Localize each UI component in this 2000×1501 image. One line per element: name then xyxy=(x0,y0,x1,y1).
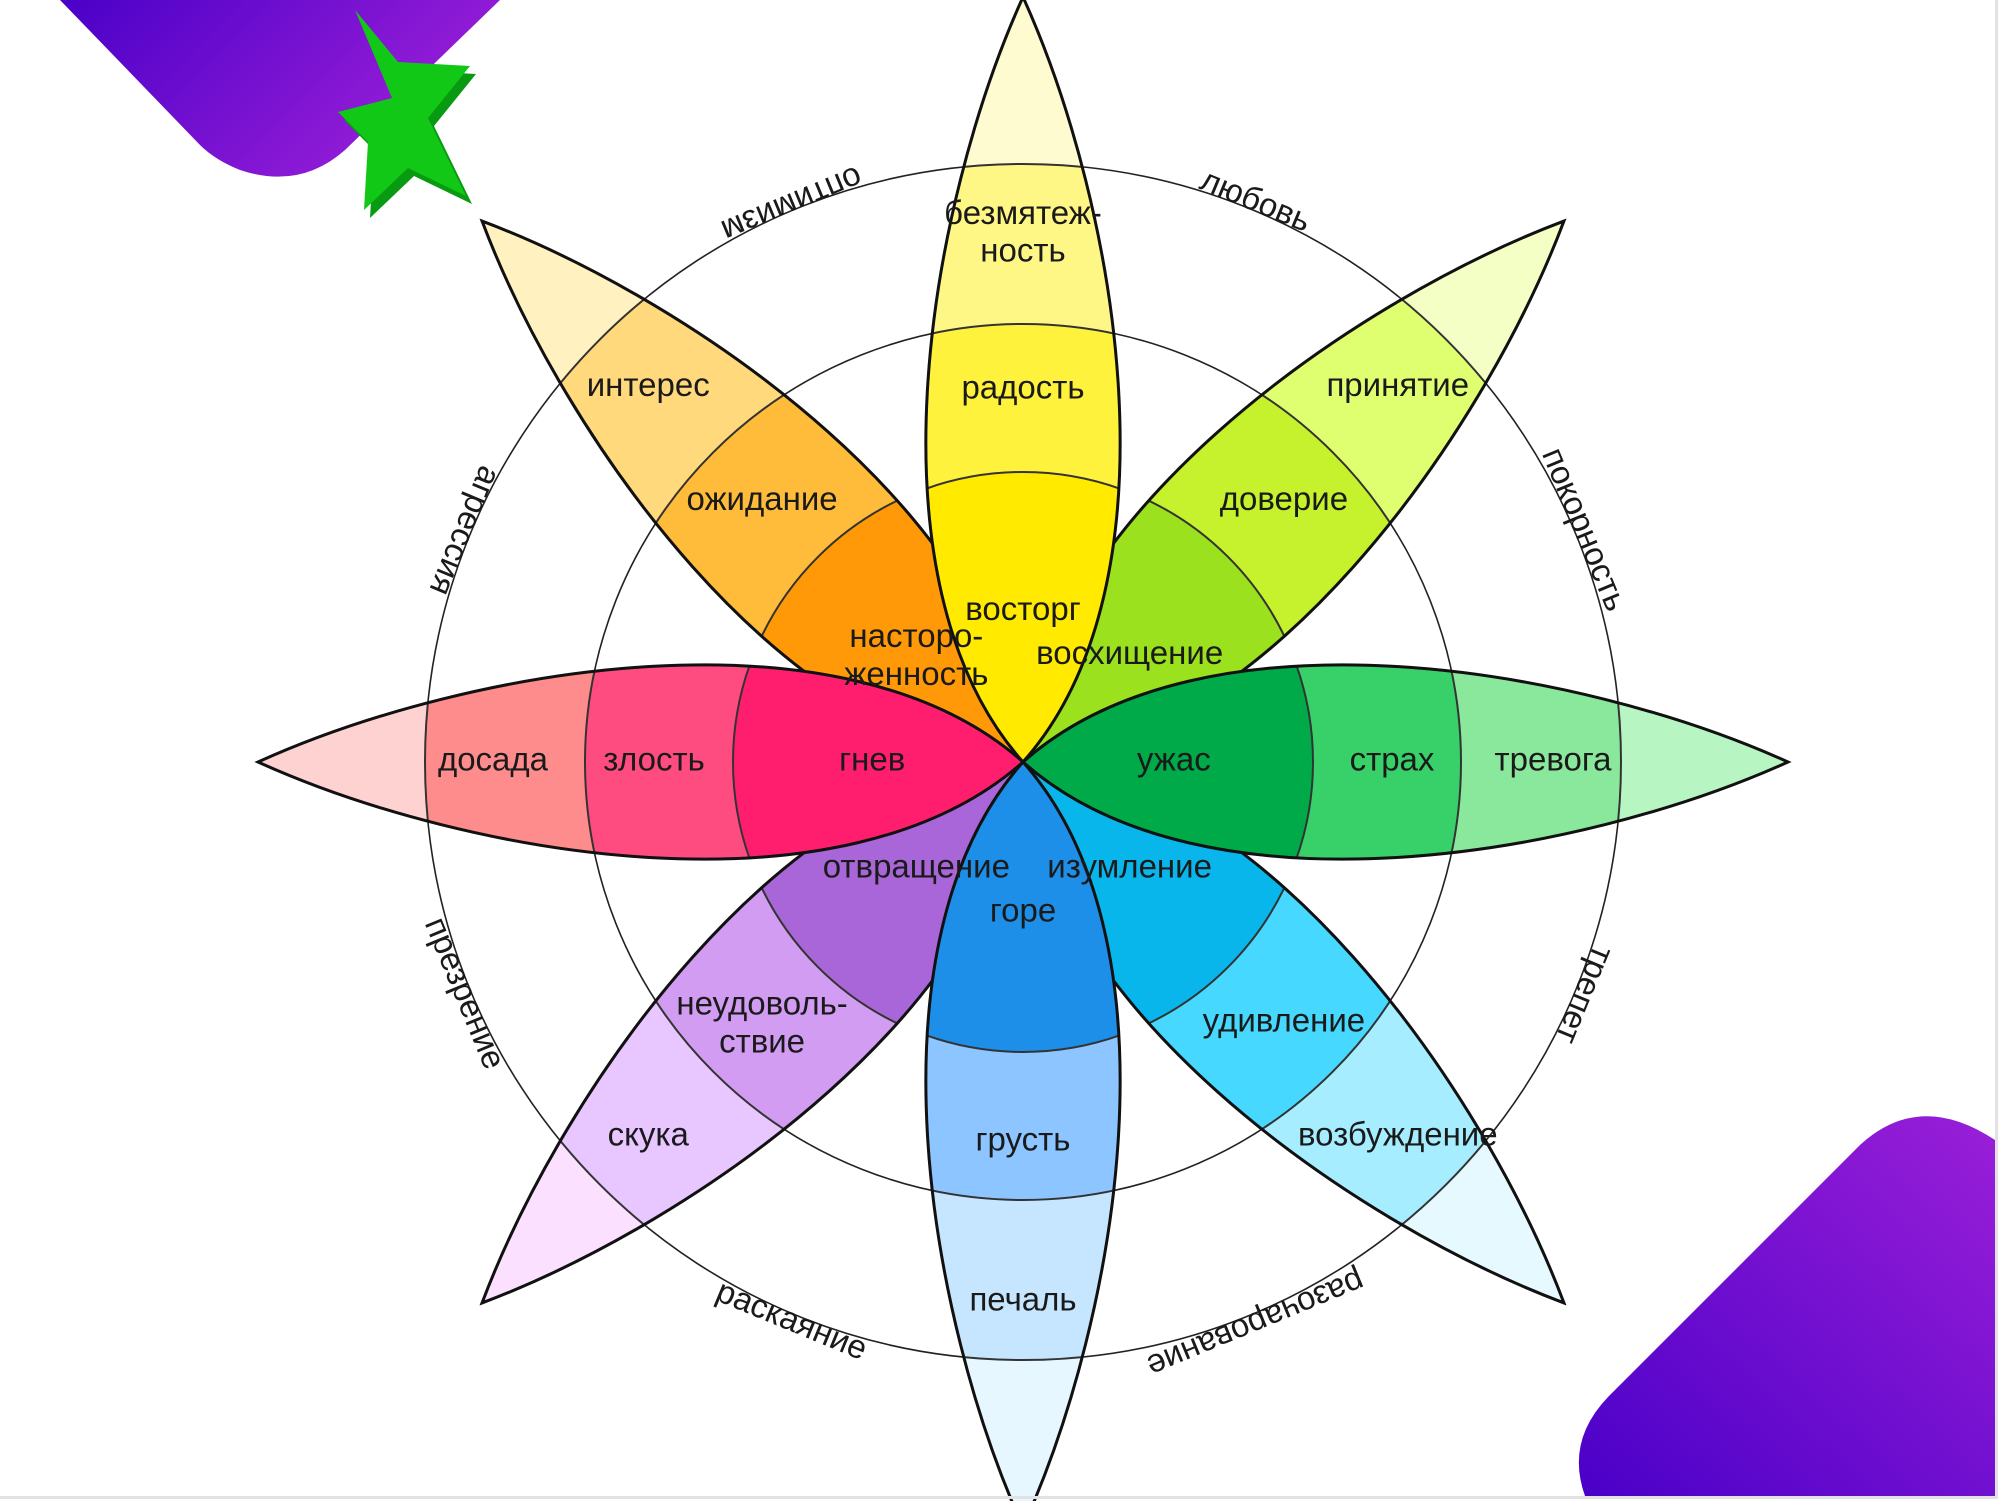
label-surprise-1: удивление xyxy=(1203,1002,1366,1039)
label-disgust-0: скука xyxy=(608,1115,690,1152)
petal-sadness xyxy=(924,759,1122,1501)
dyad-label-0: любовь xyxy=(1195,160,1316,239)
label-surprise-0: возбуждение xyxy=(1298,1115,1498,1152)
label-sadness-2: горе xyxy=(990,892,1056,929)
label-sadness-0: печаль xyxy=(969,1281,1076,1318)
dyad-label-4: раскаяние xyxy=(711,1272,873,1367)
label-trust-1: доверие xyxy=(1220,480,1348,517)
corner-shape-top-left xyxy=(60,0,500,177)
label-joy-2: восторг xyxy=(965,590,1081,627)
dyad-label-7: оптимизм xyxy=(716,159,868,250)
label-fear-2: ужас xyxy=(1137,741,1211,778)
corner-shape-bottom-right xyxy=(1578,1116,1995,1496)
petal-joy xyxy=(924,0,1122,765)
label-anger-0: досада xyxy=(438,741,549,778)
label-anger-2: гнев xyxy=(839,741,905,778)
dyad-label-2: трепет xyxy=(1549,941,1622,1049)
star-icon xyxy=(338,10,476,218)
label-fear-0: тревога xyxy=(1495,741,1613,778)
label-fear-1: страх xyxy=(1350,741,1435,778)
petal-fear xyxy=(1020,663,1792,861)
label-trust-2: восхищение xyxy=(1036,634,1223,671)
dyad-label-3: разочарование xyxy=(1142,1263,1370,1386)
label-anger-1: злость xyxy=(603,741,705,778)
label-sadness-1: грусть xyxy=(976,1121,1071,1158)
label-surprise-2: изумление xyxy=(1047,847,1212,884)
label-anticipation-1: ожидание xyxy=(687,480,838,517)
dyad-label-6: агрессия xyxy=(423,461,509,601)
label-anticipation-2: насторо-женность xyxy=(844,617,988,692)
label-disgust-2: отвращение xyxy=(823,847,1010,884)
label-trust-0: принятие xyxy=(1326,366,1469,403)
label-joy-1: радость xyxy=(961,369,1084,406)
dyad-label-5: презрение xyxy=(418,912,514,1075)
dyad-label-1: покорность xyxy=(1535,442,1635,616)
label-anticipation-0: интерес xyxy=(587,366,710,403)
label-joy-0: безмятеж-ность xyxy=(944,194,1102,269)
label-disgust-1: неудоволь-ствие xyxy=(676,985,847,1060)
petal-anger xyxy=(254,663,1026,861)
